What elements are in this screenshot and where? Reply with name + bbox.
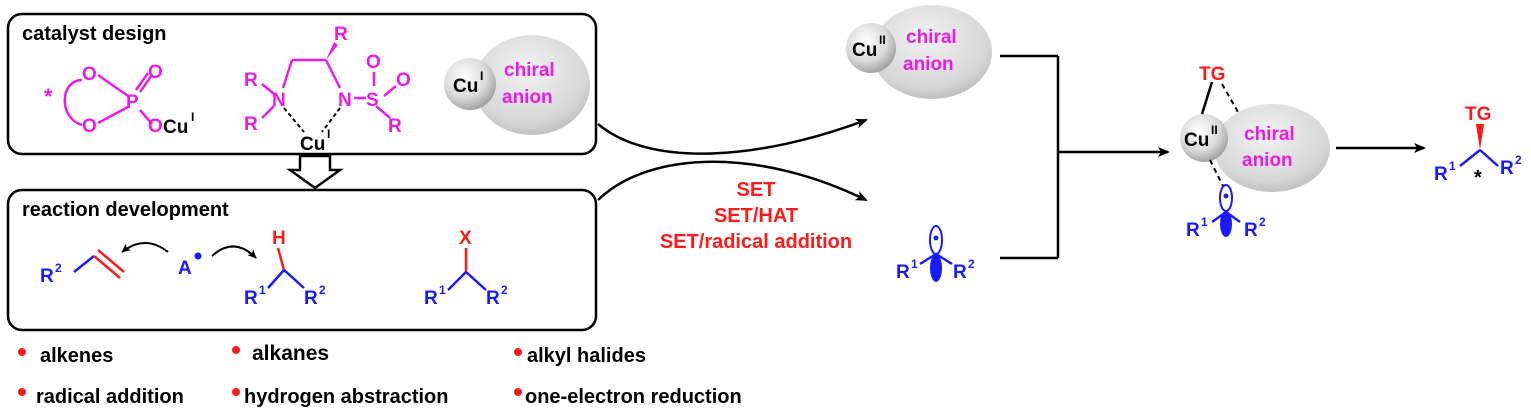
phosphate-o2: O — [82, 116, 97, 137]
cu1-anion-text: anion — [502, 87, 553, 108]
cu1-sup: I — [480, 69, 483, 83]
phosphate-o3: O — [148, 62, 163, 83]
intermediate-cu-sup: II — [1211, 123, 1218, 137]
intermediate-cu: Cu — [1184, 130, 1209, 151]
mechanism-set: SET — [737, 179, 776, 201]
ligand-r3: R — [388, 116, 402, 137]
cu1-chiral-anion: Cu I chiral anion — [444, 35, 590, 135]
bullet-alkyl-halides: alkyl halides — [527, 345, 646, 367]
alkene-r: R — [40, 266, 54, 287]
phosphate-p: P — [126, 92, 139, 113]
halide-r2-sup: 2 — [501, 283, 508, 297]
bullet-hydrogen-abstraction: hydrogen abstraction — [244, 386, 448, 408]
catalyst-panel-box — [6, 12, 598, 156]
bullet-radical-addition: radical addition — [36, 386, 184, 408]
ligand-r-top: R — [334, 24, 348, 45]
phosphate-star: * — [44, 84, 53, 109]
alkane-r2: R — [304, 288, 318, 309]
bullet-alkenes: alkenes — [40, 345, 113, 367]
phosphate-cu: Cu — [163, 117, 188, 138]
alkane-r1: R — [244, 288, 258, 309]
alkane-structure: H R 1 R 2 — [244, 228, 326, 309]
cu2-label: Cu — [852, 40, 877, 61]
mechanism-set-hat: SET/HAT — [714, 205, 798, 227]
halide-structure: X R 1 R 2 — [424, 228, 508, 309]
intermediate-r1-sup: 1 — [1201, 215, 1208, 229]
radical-a: A — [178, 258, 192, 279]
ligand-r1: R — [244, 70, 258, 91]
ligand-n1: N — [272, 90, 286, 111]
cu1-chiral-text: chiral — [504, 60, 555, 81]
alkane-h: H — [272, 228, 286, 249]
halide-r1-sup: 1 — [439, 283, 446, 297]
phosphate-o4: O — [148, 116, 163, 137]
arrow-to-cu2 — [597, 118, 868, 155]
ligand-o1: O — [366, 52, 381, 73]
halide-x: X — [459, 228, 472, 249]
cu2-chiral-anion: Cu II chiral anion — [846, 5, 992, 99]
ligand-s: S — [366, 90, 379, 111]
ligand-o2: O — [396, 70, 411, 91]
radical-dot — [194, 252, 202, 260]
reaction-panel-title: reaction development — [22, 199, 229, 221]
product-r2-sup: 2 — [1515, 153, 1522, 167]
product-r1-sup: 1 — [1449, 159, 1456, 173]
intermediate-r2: R — [1244, 220, 1258, 241]
intermediate-r1: R — [1186, 220, 1200, 241]
ligand-r2: R — [244, 114, 258, 135]
radical-r1: R — [896, 262, 910, 283]
alkene-r-sup: 2 — [55, 261, 62, 275]
radical-r2: R — [953, 262, 967, 283]
alkane-r2-sup: 2 — [319, 283, 326, 297]
halide-r2: R — [486, 288, 500, 309]
phosphate-structure: * O O P O O Cu I — [44, 62, 194, 138]
intermediate-tg: TG — [1199, 64, 1225, 85]
radical-r1-sup: 1 — [911, 257, 918, 271]
cu2-anion-text: anion — [903, 54, 954, 75]
intermediate-chiral-text: chiral — [1244, 124, 1295, 145]
merge-bracket — [1000, 54, 1170, 260]
phosphate-o1: O — [82, 64, 97, 85]
alkene-structure: R 2 — [40, 249, 125, 287]
alkane-r1-sup: 1 — [259, 283, 266, 297]
intermediate-anion-text: anion — [1242, 150, 1293, 171]
mechanism-set-radical-addition: SET/radical addition — [660, 231, 852, 253]
cu2-sup: II — [879, 33, 886, 47]
product-tg: TG — [1465, 104, 1491, 125]
intermediate-complex: TG Cu II chiral anion R 1 R 2 — [1180, 64, 1330, 241]
ligand-cu: Cu — [300, 134, 325, 155]
intermediate-r2-sup: 2 — [1259, 215, 1266, 229]
bullet-one-electron-reduction: one-electron reduction — [525, 386, 742, 408]
phosphate-cu-sup: I — [191, 110, 194, 124]
ligand-n2: N — [338, 90, 352, 111]
product-r1: R — [1434, 164, 1448, 185]
product-r2: R — [1500, 158, 1514, 179]
bullet-list: alkenes alkanes alkyl halides radical ad… — [18, 342, 742, 408]
halide-r1: R — [424, 288, 438, 309]
cu1-label: Cu — [453, 76, 478, 97]
ligand-structure: R R R N N S O O R Cu I — [244, 24, 411, 155]
panel-link-arrow — [286, 154, 344, 190]
curved-arrow-to-alkane — [211, 245, 257, 259]
radical-structure: R 1 R 2 — [896, 225, 975, 283]
catalyst-panel-title: catalyst design — [22, 23, 167, 45]
reaction-panel-box — [6, 188, 598, 332]
product-star: * — [1474, 167, 1482, 189]
curved-arrow-to-alkene — [121, 242, 169, 253]
ligand-cu-sup: I — [327, 127, 330, 141]
product-structure: TG R 1 * R 2 — [1434, 104, 1522, 189]
arrow-to-radical — [597, 160, 868, 202]
bullet-alkanes: alkanes — [252, 342, 329, 365]
cu2-chiral-text: chiral — [906, 27, 957, 48]
radical-r2-sup: 2 — [968, 257, 975, 271]
